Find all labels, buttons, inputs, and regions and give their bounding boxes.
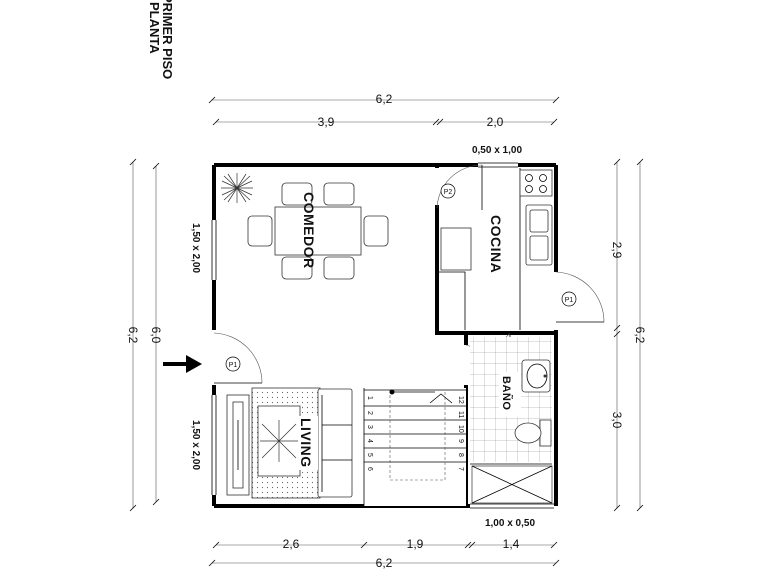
window-label-top: 0,50 x 1,00 [472, 145, 522, 156]
window-label-left-upper: 1,50 x 2,00 [190, 223, 201, 273]
stair-step-lower-5: 5 [366, 453, 373, 457]
dim-right-lower: 3,0 [610, 412, 624, 429]
sink-icon [521, 359, 551, 393]
shower-drain-icon [471, 465, 553, 504]
room-label-bano: BAÑO [500, 376, 513, 410]
dim-bottom-total: 6,2 [376, 556, 393, 570]
stair-step-upper-5: 8 [457, 453, 464, 457]
top-dimension-lines [208, 96, 560, 126]
dim-top-total: 6,2 [376, 92, 393, 106]
door-tag-entry: P1 [225, 356, 241, 372]
dim-left-outer: 6,2 [126, 327, 140, 344]
dim-top-left: 3,9 [318, 115, 335, 129]
svg-text:P1: P1 [229, 362, 238, 369]
door-tag-kitchen: P2 [440, 183, 456, 199]
title-line-1: PLANTA [147, 2, 162, 54]
door-kitchen[interactable] [436, 164, 483, 210]
living-room-furniture [226, 387, 353, 499]
svg-text:P2: P2 [444, 189, 453, 196]
dim-left-inner: 6,0 [149, 327, 163, 344]
stair-numbers-lower: 1 2 3 4 5 6 [366, 396, 373, 471]
dim-bottom-b: 1,9 [407, 537, 424, 551]
plant-icon [221, 173, 253, 203]
dim-right-upper: 2,9 [610, 242, 624, 259]
bath-label-bg [499, 372, 521, 417]
bottom-dimension-lines [208, 541, 560, 567]
living-label-bg [298, 416, 318, 470]
stair-step-lower-2: 2 [366, 411, 373, 415]
door-kitchen-side[interactable] [555, 271, 605, 323]
stair-numbers-upper: 12 11 10 9 8 7 [457, 396, 464, 471]
dining-table [247, 182, 389, 280]
toilet-icon [514, 419, 552, 447]
dim-bottom-c: 1,4 [503, 537, 520, 551]
room-label-cocina: COCINA [488, 215, 504, 273]
left-dimension-lines [129, 158, 160, 512]
stair-step-lower-3: 3 [366, 425, 373, 429]
door-tag-kitchen-side: P1 [561, 291, 577, 307]
window-label-bottom: 1,00 x 0,50 [485, 518, 535, 529]
room-label-comedor: COMEDOR [301, 192, 317, 269]
staircase [363, 388, 466, 506]
entry-arrow-icon [163, 355, 202, 373]
stair-step-upper-4: 9 [457, 439, 464, 443]
right-dimension-lines [613, 158, 644, 512]
window-label-left-lower: 1,50 x 2,00 [190, 420, 201, 470]
svg-text:P1: P1 [565, 297, 574, 304]
title-line-2: PRIMER PISO [160, 0, 175, 79]
room-label-living: LIVING [298, 418, 314, 468]
dim-top-right: 2,0 [487, 115, 504, 129]
stair-step-upper-1: 12 [457, 396, 464, 404]
dim-right-outer: 6,2 [633, 327, 647, 344]
stair-step-upper-6: 7 [457, 467, 464, 471]
stair-step-upper-3: 10 [457, 425, 464, 433]
stair-step-lower-1: 1 [366, 396, 373, 400]
dim-bottom-a: 2,6 [283, 537, 300, 551]
kitchen-counter [437, 168, 553, 330]
plan-title: PLANTA PRIMER PISO [147, 0, 175, 79]
stair-step-lower-4: 4 [366, 439, 373, 443]
stair-step-upper-2: 11 [457, 411, 464, 418]
stair-step-lower-6: 6 [366, 467, 373, 471]
door-entry[interactable] [213, 332, 263, 384]
